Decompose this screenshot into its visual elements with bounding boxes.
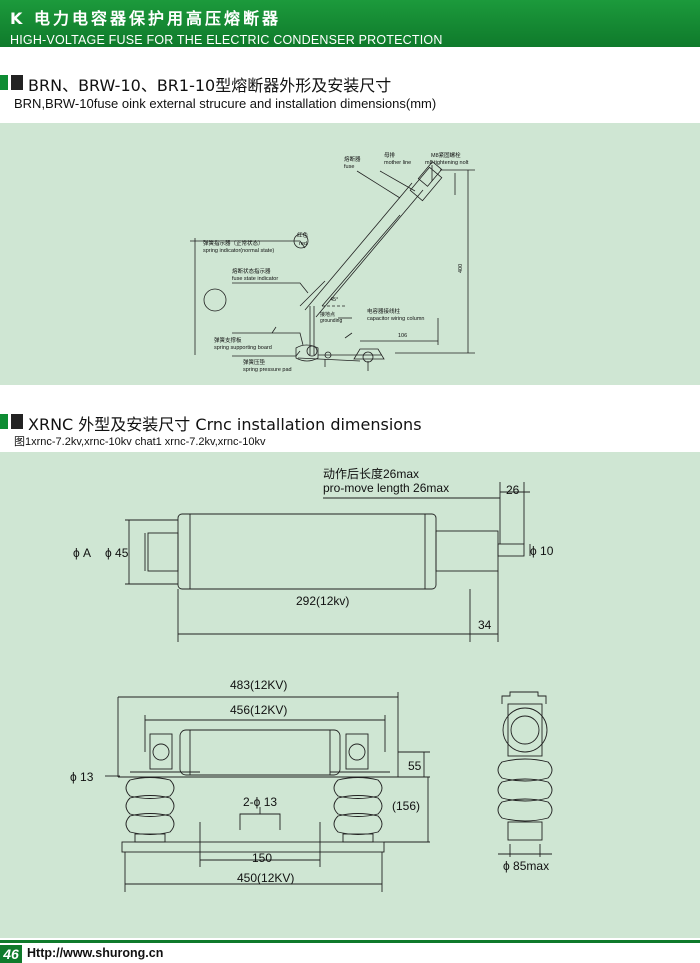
section2-drawing-panel: 动作后长度26max pro-move length 26max 26 ϕ A … [0,452,700,938]
label-board-cn: 弹簧支撑板 [214,336,242,344]
label-red-cn: 红色 [297,231,309,239]
label-spring-indicator-en: spring indicator(normal state) [203,248,274,254]
label-mother-en: mother line [384,160,411,166]
section1-drawing-panel: 熔断器 fuse 母排 mother line M8紧固螺栓 m8 tighte… [0,123,700,385]
brn-fuse-drawing: 熔断器 fuse 母排 mother line M8紧固螺栓 m8 tighte… [190,151,475,373]
dimension-450: 450(12KV) [237,871,294,885]
footer-url: Http://www.shurong.cn [27,946,164,960]
label-ground-cn: 接地点 [320,311,335,318]
label-fuse-state-en: fuse state indicator [232,276,278,282]
section-marker-bar [0,75,8,90]
label-move-cn: 动作后长度26max [323,466,419,481]
label-capacitor-cn: 电容器接线柱 [367,307,401,315]
page-header: K 电力电容器保护用高压熔断器 HIGH-VOLTAGE FUSE FOR TH… [0,0,700,47]
section2-title: XRNC 外型及安装尺寸 Crnc installation dimension… [28,415,422,434]
label-spring-indicator-cn: 弹簧指示器（正常状态） [203,239,264,247]
section-marker-square [11,75,23,90]
page-number: 46 [0,945,22,963]
section1-title: BRN、BRW-10、BR1-10型熔断器外形及安装尺寸 [28,76,392,95]
label-capacitor-en: capacitor wiring column [367,316,424,322]
section-marker-bar [0,414,8,429]
section-marker-square [11,414,23,429]
label-angle: 45° [330,297,338,303]
dimension-phi-a: ϕ A [73,546,91,560]
label-bolt-cn: M8紧固螺栓 [431,151,461,159]
label-bolt-en: m8 tightening nolt [425,160,469,166]
label-move-en: pro-move length 26max [323,481,449,495]
label-red-en: red [299,241,307,247]
header-title-en: HIGH-VOLTAGE FUSE FOR THE ELECTRIC CONDE… [10,33,443,47]
label-board-en: spring supporting board [214,345,272,351]
dimension-26: 26 [506,483,520,497]
label-mounting-holes: 2-ϕ 13 [243,795,277,809]
dimension-106: 106 [398,333,407,339]
dimension-phi-85: ϕ 85max [503,859,549,873]
dimension-55: 55 [408,759,422,773]
section2-subtitle: 图1xrnc-7.2kv,xrnc-10kv chat1 xrnc-7.2kv,… [14,436,266,448]
xrnc-fuse-drawing: 动作后长度26max pro-move length 26max 26 ϕ A … [70,466,554,892]
footer-divider [0,940,700,943]
dimension-phi-13: ϕ 13 [70,770,94,784]
header-title-cn: K 电力电容器保护用高压熔断器 [10,9,281,28]
dimension-150: 150 [252,851,272,865]
label-ground-en: grounding [320,318,342,324]
dimension-phi-45: ϕ 45 [105,546,129,560]
dimension-400: 400 [458,264,464,273]
dimension-phi-10: ϕ 10 [530,544,554,558]
label-fuse-state-cn: 熔断状态指示器 [232,267,271,275]
label-pad-cn: 弹簧压垫 [243,358,266,366]
label-fuse-en: fuse [344,164,354,170]
dimension-34: 34 [478,618,492,632]
dimension-156: (156) [392,799,420,813]
label-mother-cn: 母排 [384,151,396,159]
dimension-456: 456(12KV) [230,703,287,717]
dimension-483: 483(12KV) [230,678,287,692]
dimension-292: 292(12kv) [296,594,349,608]
label-fuse-cn: 熔断器 [344,155,361,163]
section1-subtitle: BRN,BRW-10fuse oink external strucure an… [14,96,437,111]
label-pad-en: spring pressure pad [243,367,292,373]
